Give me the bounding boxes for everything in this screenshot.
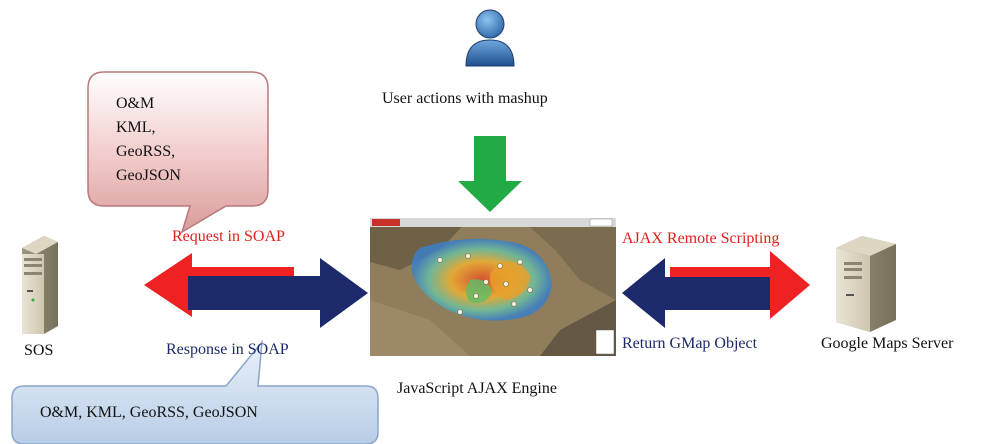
formats-box-text: O&M, KML, GeoRSS, GeoJSON (40, 404, 258, 421)
map-screenshot (370, 218, 616, 356)
gmap-return-arrow (622, 258, 770, 328)
format-item: KML, (116, 119, 156, 136)
format-item: GeoJSON (116, 167, 181, 184)
request-soap-label: Request in SOAP (172, 228, 285, 245)
user-actions-label: User actions with mashup (382, 90, 548, 107)
user-action-arrow (458, 136, 522, 212)
google-server-label: Google Maps Server (821, 335, 954, 352)
format-item: O&M (116, 95, 155, 112)
response-arrow (188, 258, 368, 328)
formats-speech-bubble (87, 71, 269, 234)
format-item: GeoRSS, (116, 143, 176, 160)
formats-bubble-list: O&M KML, GeoRSS, GeoJSON (116, 92, 256, 188)
server-icon (836, 236, 896, 332)
server-icon (22, 236, 58, 334)
user-icon (465, 9, 515, 67)
response-soap-label: Response in SOAP (166, 341, 289, 358)
engine-label: JavaScript AJAX Engine (397, 380, 557, 397)
sos-label: SOS (24, 342, 54, 359)
ajax-remote-label: AJAX Remote Scripting (622, 230, 780, 247)
return-gmap-label: Return GMap Object (622, 335, 758, 352)
